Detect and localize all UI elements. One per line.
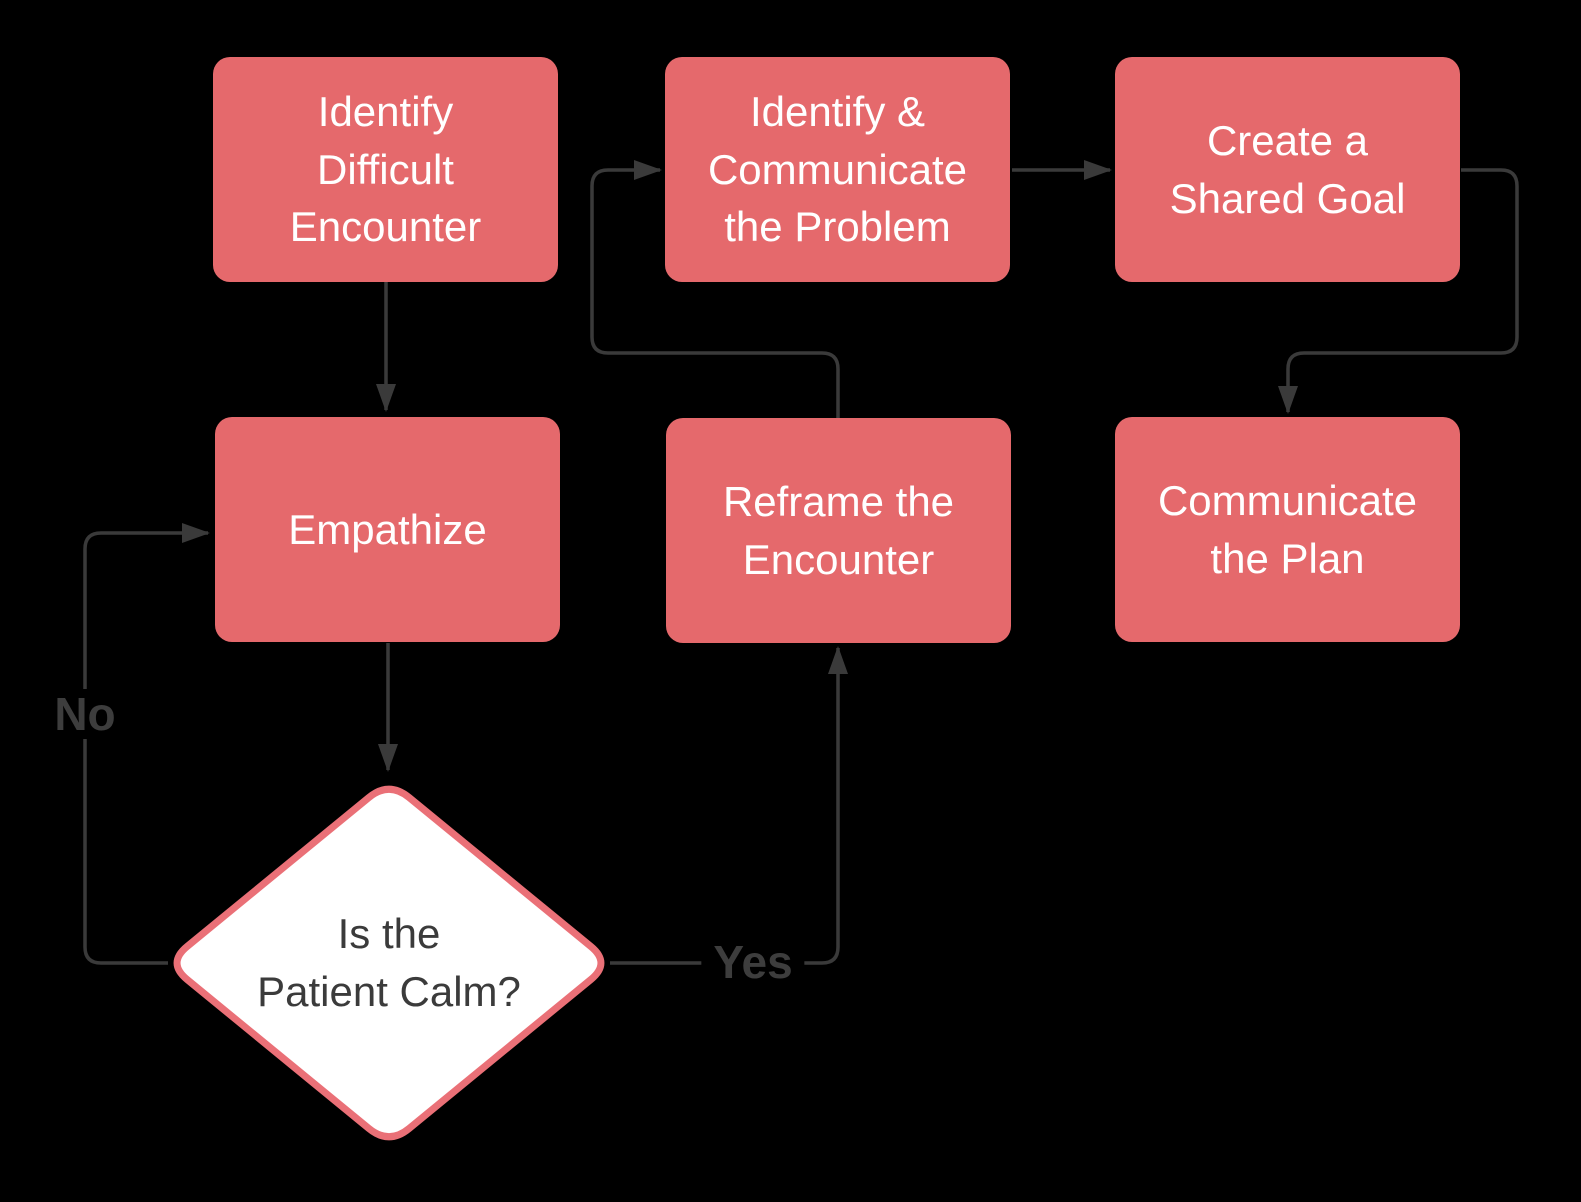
node-label: Identify Difficult Encounter <box>289 87 482 251</box>
edge-label-no: No <box>42 689 128 739</box>
node-create-shared-goal: Create a Shared Goal <box>1115 57 1460 282</box>
edge-label-yes: Yes <box>701 937 805 987</box>
decision-diamond <box>173 785 605 1141</box>
connector-no-loop-to-empathize <box>83 523 210 965</box>
node-reframe-encounter: Reframe the Encounter <box>666 418 1011 643</box>
node-label: Create a Shared Goal <box>1169 116 1406 222</box>
node-label: Empathize <box>288 505 487 553</box>
connector-yes-to-reframe <box>610 646 848 965</box>
node-label: Reframe the Encounter <box>722 477 955 583</box>
node-label: Communicate the Plan <box>1157 476 1418 582</box>
node-empathize: Empathize <box>215 417 560 642</box>
connector-reframe-to-communicate-problem <box>590 160 840 418</box>
node-communicate-plan: Communicate the Plan <box>1115 417 1460 642</box>
decision-label: Is the Patient Calm? <box>257 910 521 1015</box>
node-identify-difficult-encounter: Identify Difficult Encounter <box>213 57 558 282</box>
node-label: Identify & Communicate the Problem <box>707 87 968 251</box>
node-identify-communicate-problem: Identify & Communicate the Problem <box>665 57 1010 282</box>
connector-shared-goal-to-plan <box>1278 168 1519 414</box>
